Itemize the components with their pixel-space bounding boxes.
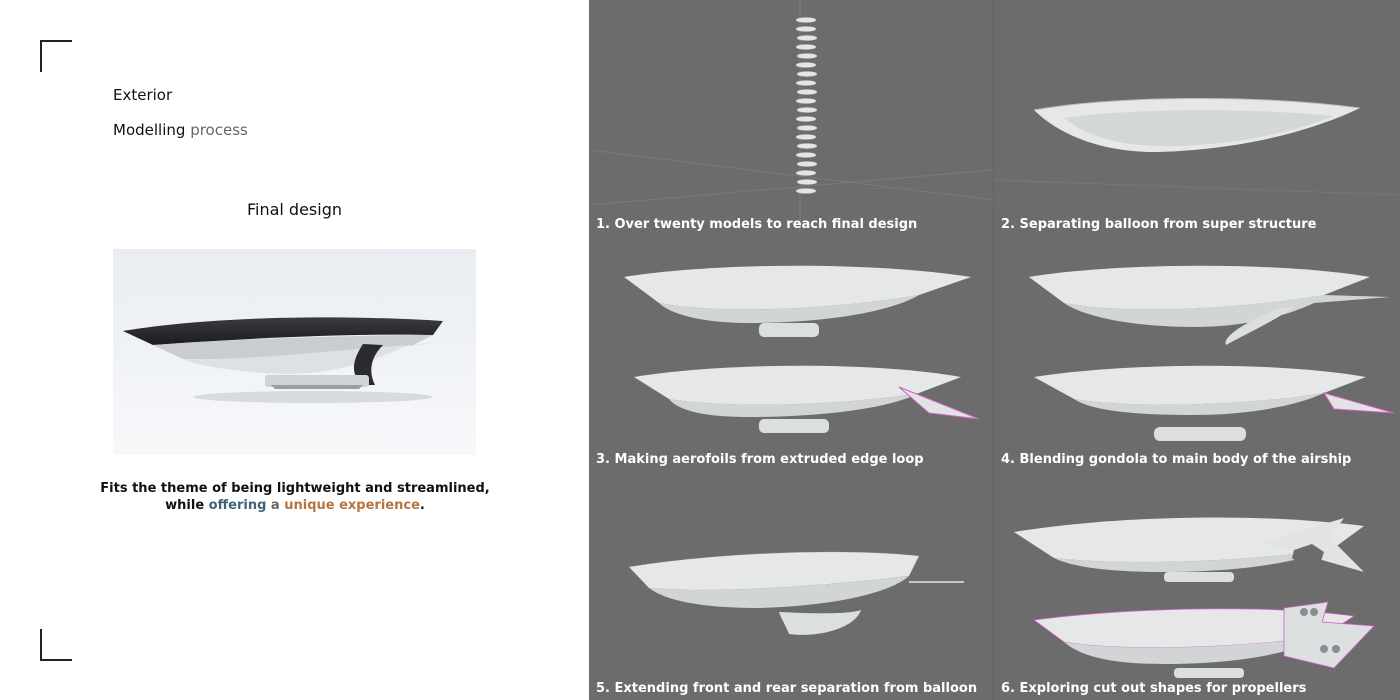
grid-divider <box>993 0 994 700</box>
final-design-render <box>113 249 476 455</box>
caption-unique-experience: unique experience <box>284 498 420 513</box>
panel-label-2: 2. Separating balloon from super structu… <box>1001 217 1317 232</box>
panel-label-3: 3. Making aerofoils from extruded edge l… <box>596 452 924 467</box>
caption-period: . <box>419 498 425 513</box>
caption-word-offering: offering <box>208 498 267 513</box>
panel-label-4: 4. Blending gondola to main body of the … <box>1001 452 1352 467</box>
balloon-model <box>994 97 1400 196</box>
final-design-caption: Fits the theme of being lightweight and … <box>100 480 490 514</box>
panel-label-1: 1. Over twenty models to reach final des… <box>596 217 918 232</box>
process-panel-4: 4. Blending gondola to main body of the … <box>994 237 1400 471</box>
caption-word-a: a <box>270 498 280 513</box>
subheading-bold: Modelling <box>113 121 186 139</box>
propeller-cutout-models <box>1014 517 1375 678</box>
corner-mark-top-left <box>40 40 72 72</box>
process-panel-6: 6. Exploring cut out shapes for propelle… <box>994 472 1400 700</box>
gondola-blend-models <box>1029 265 1395 441</box>
section-heading: Exterior <box>113 86 173 104</box>
caption-line-2: while offering a unique experience. <box>100 497 490 514</box>
corner-mark-bottom-left <box>40 629 72 661</box>
model-iterations-stack <box>589 0 993 236</box>
final-design-title: Final design <box>246 200 343 219</box>
panel-label-6: 6. Exploring cut out shapes for propelle… <box>1001 681 1307 696</box>
process-panel-2: 2. Separating balloon from super structu… <box>994 0 1400 236</box>
aerofoil-models <box>624 265 980 433</box>
panel-label-5: 5. Extending front and rear separation f… <box>596 681 978 696</box>
process-panel-1: 1. Over twenty models to reach final des… <box>589 0 993 236</box>
modelling-process-grid: 1. Over twenty models to reach final des… <box>589 0 1400 700</box>
section-subheading: Modelling process <box>113 121 248 139</box>
extended-front-rear-model <box>628 551 964 635</box>
subheading-light: process <box>190 121 248 139</box>
caption-word-while: while <box>165 498 205 513</box>
process-panel-3: 3. Making aerofoils from extruded edge l… <box>589 237 993 471</box>
caption-line-1: Fits the theme of being lightweight and … <box>100 481 490 496</box>
process-panel-5: 5. Extending front and rear separation f… <box>589 472 993 700</box>
left-page: Exterior Modelling process Final design … <box>0 0 589 700</box>
